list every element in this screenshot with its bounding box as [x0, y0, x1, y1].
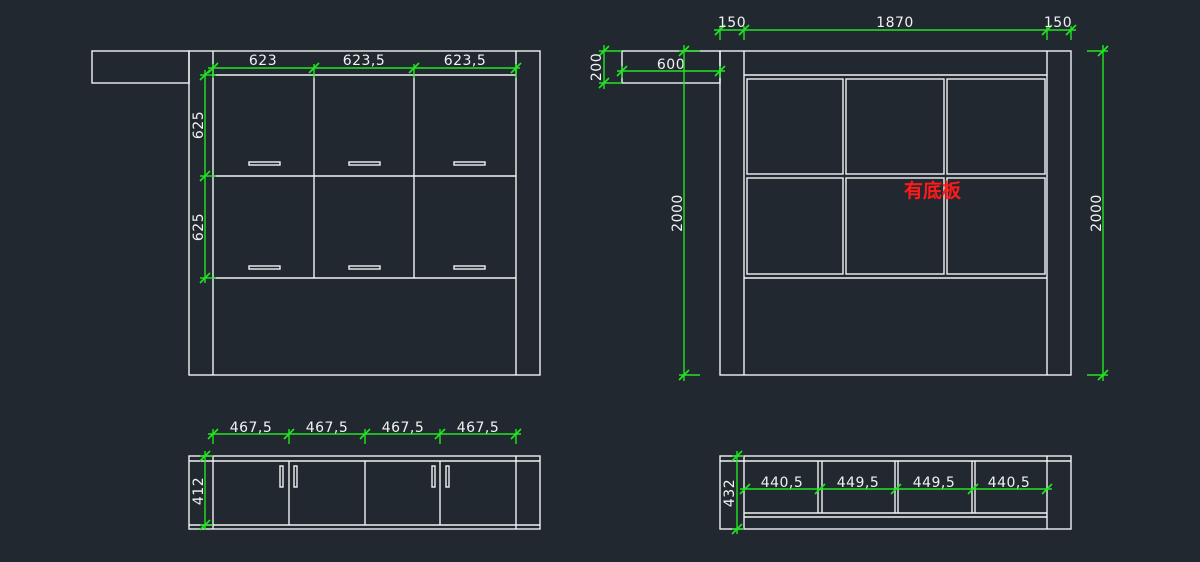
dimension-label: 623,5 — [444, 53, 487, 69]
dimension-tick — [510, 62, 522, 74]
door-handle — [445, 465, 450, 488]
dimension-label: 449,5 — [837, 475, 880, 491]
dimension-tick — [678, 45, 690, 57]
dimension-label: 449,5 — [913, 475, 956, 491]
dimension-label: 200 — [589, 53, 605, 81]
bottom-panel-note: 有底板 — [904, 179, 962, 202]
door-handle — [431, 465, 436, 488]
dimension-tick — [814, 483, 826, 495]
door-handle — [453, 265, 486, 270]
base-cabinet-outline — [719, 455, 1072, 530]
dimension-tick — [199, 272, 211, 284]
dimension-label: 625 — [191, 213, 207, 241]
dimension-tick — [199, 69, 211, 81]
dimension-tick — [359, 428, 371, 440]
dimension-tick — [714, 65, 726, 77]
shelf-thickness-dimension: 200 — [589, 45, 622, 89]
width-dimensions: 467,5 467,5 467,5 467,5 — [207, 420, 522, 444]
front-elevation-view: 623 623,5 623,5 625 625 — [91, 50, 541, 376]
dimension-label: 623,5 — [343, 53, 386, 69]
dimension-label: 432 — [722, 479, 738, 507]
base-cabinet-front-view: 467,5 467,5 467,5 467,5 412 — [188, 420, 541, 531]
height-dimension: 412 — [191, 450, 213, 531]
grid-cell — [946, 78, 1046, 175]
dimension-label: 150 — [718, 15, 746, 31]
dimension-label: 623 — [249, 53, 277, 69]
dimension-tick — [1041, 483, 1053, 495]
width-dimensions: 623 623,5 623,5 — [207, 53, 522, 78]
dimension-tick — [731, 523, 743, 535]
cabinet-outline — [719, 50, 1072, 376]
right-height-dimension: 2000 — [1087, 45, 1109, 381]
dimension-label: 600 — [657, 57, 685, 73]
height-dimensions: 625 625 — [191, 69, 216, 284]
height-dimension: 432 — [722, 450, 744, 535]
dimension-tick — [207, 428, 219, 440]
dimension-tick — [739, 483, 751, 495]
dimension-tick — [1065, 24, 1077, 36]
dimension-label: 412 — [191, 477, 207, 505]
dimension-label: 467,5 — [382, 420, 425, 436]
dimension-tick — [199, 450, 211, 462]
dimension-tick — [199, 519, 211, 531]
left-height-dimension: 2000 — [670, 45, 700, 381]
grid-cell — [946, 177, 1046, 275]
back-elevation-view: 有底板 150 1870 150 600 — [589, 15, 1109, 381]
dimension-tick — [1097, 369, 1109, 381]
dimension-tick — [308, 62, 320, 74]
grid-cell — [746, 177, 844, 275]
dimension-tick — [890, 483, 902, 495]
dimension-label: 467,5 — [306, 420, 349, 436]
door-handle — [348, 161, 381, 166]
grid-cell — [845, 177, 945, 275]
dimension-tick — [714, 24, 726, 36]
dimension-tick — [1097, 45, 1109, 57]
dimension-tick — [1041, 24, 1053, 36]
door-handle — [293, 465, 298, 488]
dimension-label: 467,5 — [457, 420, 500, 436]
dimension-tick — [434, 428, 446, 440]
dimension-tick — [731, 450, 743, 462]
dimension-tick — [199, 170, 211, 182]
dimension-tick — [510, 428, 522, 440]
top-width-dimensions: 150 1870 150 — [714, 15, 1077, 40]
dimension-label: 2000 — [1089, 194, 1105, 232]
dimension-label: 625 — [191, 111, 207, 139]
dimension-label: 1870 — [876, 15, 914, 31]
base-cabinet-interior-view: 440,5 449,5 449,5 440,5 432 — [719, 450, 1072, 535]
door-handles — [279, 465, 450, 488]
dimension-tick — [598, 77, 610, 89]
cabinet-outline — [188, 50, 541, 376]
door-handle — [453, 161, 486, 166]
dimension-label: 440,5 — [761, 475, 804, 491]
width-dimensions: 440,5 449,5 449,5 440,5 — [739, 475, 1053, 495]
dimension-tick — [616, 65, 628, 77]
depth-dimension: 600 — [616, 57, 726, 78]
dimension-label: 467,5 — [230, 420, 273, 436]
dimension-tick — [408, 62, 420, 74]
door-handles — [248, 161, 486, 270]
door-handle — [348, 265, 381, 270]
dimension-tick — [283, 428, 295, 440]
grid-cell — [845, 78, 945, 175]
side-shelf-outline — [91, 50, 190, 84]
dimension-tick — [598, 45, 610, 57]
door-handle — [248, 161, 281, 166]
door-handle — [248, 265, 281, 270]
dimension-tick — [967, 483, 979, 495]
dimension-tick — [738, 24, 750, 36]
base-cabinet-outline — [188, 455, 541, 530]
dimension-label: 2000 — [670, 194, 686, 232]
dimension-tick — [678, 369, 690, 381]
grid-cell — [746, 78, 844, 175]
dimension-label: 150 — [1044, 15, 1072, 31]
door-handle — [279, 465, 284, 488]
dimension-label: 440,5 — [988, 475, 1031, 491]
back-panel-grid — [746, 78, 1046, 275]
